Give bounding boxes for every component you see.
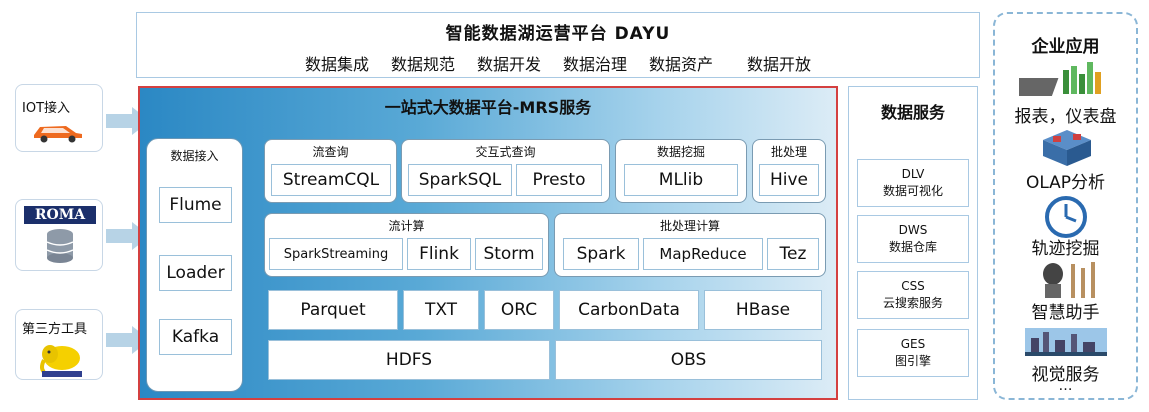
ingest-column: 数据接入 Flume Loader Kafka — [146, 138, 243, 392]
database-icon — [46, 229, 74, 263]
format-carbondata: CarbonData — [559, 290, 699, 330]
dashboard-chart-icon — [1019, 62, 1101, 96]
source-label: IOT接入 — [22, 101, 71, 116]
source-iot: IOT接入 — [15, 84, 103, 152]
module-label: 数据规范 — [390, 55, 455, 74]
clock-icon — [1045, 196, 1087, 238]
service-css: CSS 云搜索服务 — [857, 271, 969, 319]
group-title: 交互式查询 — [475, 145, 536, 159]
city-icon — [1025, 328, 1107, 356]
module-label: 数据开发 — [476, 55, 541, 74]
storage-hdfs: HDFS — [268, 340, 550, 380]
dayu-platform-bar: 智能数据湖运营平台 DAYU 数据集成 数据规范 数据开发 数据治理 数据资产 … — [136, 12, 980, 78]
cell-storm: Storm — [475, 238, 543, 270]
source-label: 第三方工具 — [22, 322, 88, 337]
module-label: 数据治理 — [563, 55, 628, 74]
ingest-flume: Flume — [159, 187, 232, 223]
format-txt: TXT — [403, 290, 479, 330]
data-services-title: 数据服务 — [880, 103, 945, 122]
group-batch: 批处理 Hive — [752, 139, 826, 203]
source-third-party: 第三方工具 — [15, 309, 103, 380]
service-desc: 数据可视化 — [882, 184, 943, 198]
group-title: 数据挖掘 — [656, 145, 705, 159]
ingest-title: 数据接入 — [170, 149, 219, 163]
roma-logo: ROMA — [24, 206, 96, 224]
robot-icon — [1043, 262, 1095, 298]
data-services-panel: 数据服务 DLV 数据可视化 DWS 数据仓库 CSS 云搜索服务 GES 图引… — [848, 86, 978, 400]
cell-hive: Hive — [759, 164, 819, 196]
cell-streamcql: StreamCQL — [271, 164, 391, 196]
hadoop-elephant-icon — [40, 345, 82, 377]
service-desc: 云搜索服务 — [882, 296, 943, 310]
dayu-title: 智能数据湖运营平台 DAYU — [445, 24, 671, 44]
group-data-mining: 数据挖掘 MLlib — [615, 139, 747, 203]
cell-presto: Presto — [516, 164, 602, 196]
cell-mllib: MLlib — [624, 164, 738, 196]
enterprise-label: 智慧助手 — [1031, 303, 1100, 323]
cell-mapreduce: MapReduce — [643, 238, 763, 270]
enterprise-label: 轨迹挖掘 — [1031, 239, 1100, 259]
group-title: 批处理计算 — [659, 219, 720, 233]
format-parquet: Parquet — [268, 290, 398, 330]
cell-spark: Spark — [563, 238, 639, 270]
ingest-loader: Loader — [159, 255, 232, 291]
service-ges: GES 图引擎 — [857, 329, 969, 377]
ingest-kafka: Kafka — [159, 319, 232, 355]
enterprise-apps-panel: 企业应用 报表，仪表盘 OLAP分析 轨迹挖掘 智慧助手 — [993, 12, 1138, 400]
mrs-title: 一站式大数据平台-MRS服务 — [384, 98, 592, 117]
group-stream-compute: 流计算 SparkStreaming Flink Storm — [264, 213, 549, 277]
service-name: DLV — [901, 167, 925, 181]
cell-flink: Flink — [407, 238, 471, 270]
group-interactive-query: 交互式查询 SparkSQL Presto — [401, 139, 610, 203]
cell-sparksql: SparkSQL — [408, 164, 512, 196]
service-dws: DWS 数据仓库 — [857, 215, 969, 263]
format-orc: ORC — [484, 290, 554, 330]
dayu-modules: 数据集成 数据规范 数据开发 数据治理 数据资产 数据开放 — [137, 51, 979, 75]
service-name: DWS — [898, 223, 928, 237]
format-hbase: HBase — [704, 290, 822, 330]
group-batch-compute: 批处理计算 Spark MapReduce Tez — [554, 213, 826, 277]
source-roma: ROMA — [15, 199, 103, 271]
service-name: GES — [900, 337, 926, 351]
group-title: 批处理 — [770, 145, 807, 159]
module-label: 数据开放 — [747, 55, 812, 74]
enterprise-label: 视觉服务 — [1031, 365, 1100, 385]
cell-tez: Tez — [767, 238, 819, 270]
module-label: 数据集成 — [304, 55, 369, 74]
enterprise-more: … — [1058, 378, 1073, 394]
enterprise-label: 报表，仪表盘 — [1014, 107, 1117, 127]
service-dlv: DLV 数据可视化 — [857, 159, 969, 207]
storage-obs: OBS — [555, 340, 822, 380]
cell-sparkstreaming: SparkStreaming — [269, 238, 403, 270]
group-title: 流计算 — [388, 219, 425, 233]
enterprise-label: OLAP分析 — [1025, 173, 1106, 193]
group-stream-query: 流查询 StreamCQL — [264, 139, 397, 203]
service-desc: 图引擎 — [894, 354, 931, 368]
group-title: 流查询 — [312, 145, 349, 159]
cube-icon — [1043, 130, 1091, 166]
service-desc: 数据仓库 — [888, 240, 937, 254]
service-name: CSS — [901, 279, 925, 293]
module-label: 数据资产 — [649, 55, 714, 74]
enterprise-title: 企业应用 — [1031, 37, 1100, 57]
car-icon — [34, 126, 82, 143]
